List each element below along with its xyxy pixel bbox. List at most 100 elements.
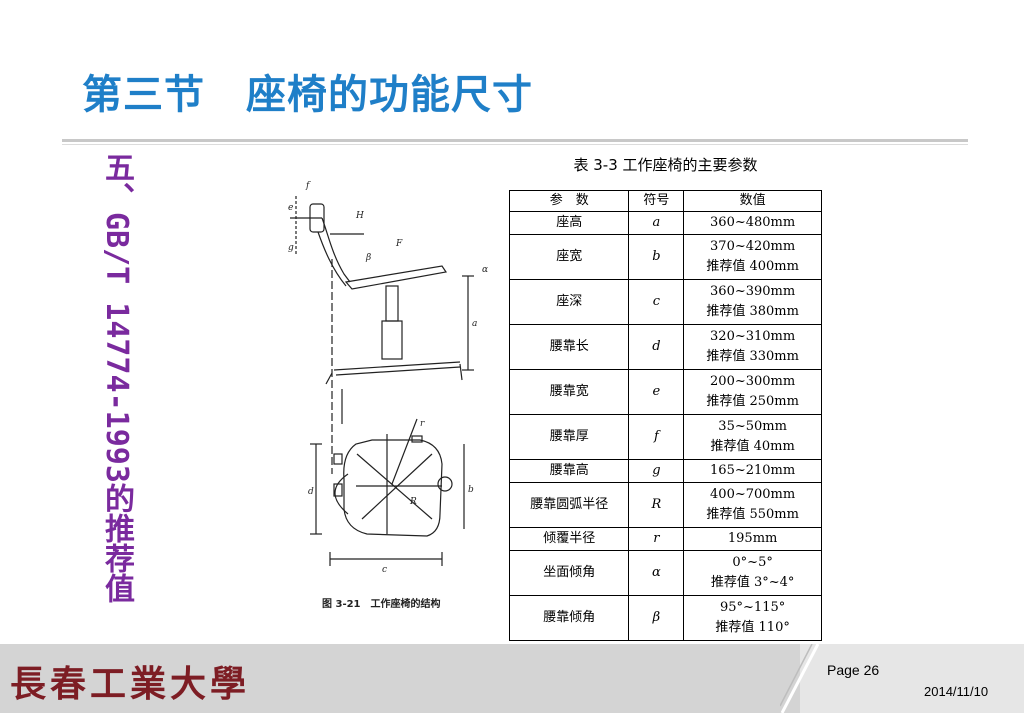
base-leg bbox=[333, 361, 461, 371]
label-d: d bbox=[308, 487, 314, 497]
chair-structure-figure: f H e g F β α a d b c r R 图 3-21 工作座椅的结构 bbox=[288, 181, 488, 610]
seat-plan-view bbox=[343, 439, 443, 537]
param-value: 200~300mm 推荐值 250mm bbox=[683, 369, 822, 415]
page-number: Page 26 bbox=[827, 662, 880, 678]
param-value: 360~390mm 推荐值 380mm bbox=[683, 279, 822, 325]
footer-slash bbox=[780, 644, 820, 713]
title-divider bbox=[62, 139, 968, 142]
label-f: f bbox=[305, 181, 311, 191]
param-symbol: d bbox=[628, 324, 685, 370]
param-name: 腰靠长 bbox=[508, 324, 630, 370]
param-value: 0°~5° 推荐值 3°~4° bbox=[683, 550, 822, 596]
side-heading: 五、GB/T 14774-1993的推荐值 bbox=[99, 152, 134, 603]
pivot-circle bbox=[437, 476, 453, 492]
label-b: b bbox=[468, 485, 474, 495]
param-range: 370~420mm bbox=[710, 239, 796, 254]
param-symbol: f bbox=[628, 414, 685, 460]
param-name: 座宽 bbox=[508, 234, 630, 280]
param-range: 200~300mm bbox=[710, 374, 796, 389]
header-param: 参 数 bbox=[508, 190, 630, 212]
param-symbol: R bbox=[628, 482, 685, 528]
param-range: 0°~5° bbox=[732, 555, 773, 570]
seat-column-top bbox=[385, 285, 399, 322]
table-caption: 表 3-3 工作座椅的主要参数 bbox=[573, 156, 758, 174]
param-recommended: 推荐值 380mm bbox=[706, 304, 799, 319]
title-divider-thin bbox=[62, 144, 968, 145]
param-range: 320~310mm bbox=[710, 329, 796, 344]
label-beta: β bbox=[365, 253, 371, 263]
param-value: 95°~115° 推荐值 110° bbox=[683, 595, 822, 641]
param-recommended: 推荐值 110° bbox=[715, 620, 790, 635]
param-value: 320~310mm 推荐值 330mm bbox=[683, 324, 822, 370]
table-header-row: 参 数 符号 数值 bbox=[508, 190, 822, 212]
figure-caption: 图 3-21 工作座椅的结构 bbox=[322, 597, 441, 610]
seat-outline bbox=[344, 265, 448, 290]
header-symbol: 符号 bbox=[628, 190, 685, 212]
slide-date: 2014/11/10 bbox=[924, 684, 989, 699]
param-range: 35~50mm bbox=[718, 419, 787, 434]
param-name: 腰靠倾角 bbox=[508, 595, 630, 641]
label-R: R bbox=[409, 497, 417, 507]
label-g: g bbox=[288, 243, 294, 253]
seat-column-base bbox=[381, 320, 403, 360]
label-a: a bbox=[472, 319, 477, 329]
param-name: 腰靠圆弧半径 bbox=[508, 482, 630, 528]
param-value: 35~50mm 推荐值 40mm bbox=[683, 414, 822, 460]
footer-bar-right bbox=[800, 644, 1024, 713]
param-range: 400~700mm bbox=[710, 487, 796, 502]
param-range: 195mm bbox=[727, 531, 778, 546]
param-symbol: α bbox=[628, 550, 685, 596]
param-symbol: β bbox=[628, 595, 685, 641]
param-recommended: 推荐值 3°~4° bbox=[710, 575, 795, 590]
param-value: 400~700mm 推荐值 550mm bbox=[683, 482, 822, 528]
param-symbol: g bbox=[628, 459, 685, 483]
param-range: 360~390mm bbox=[710, 284, 796, 299]
param-value: 360~480mm bbox=[683, 211, 822, 235]
header-value: 数值 bbox=[683, 190, 822, 212]
label-alpha: α bbox=[482, 265, 488, 275]
slide-title: 第三节 座椅的功能尺寸 bbox=[82, 72, 533, 118]
label-F: F bbox=[395, 239, 403, 249]
param-name: 腰靠高 bbox=[508, 459, 630, 483]
param-value: 195mm bbox=[683, 527, 822, 551]
label-e: e bbox=[288, 203, 293, 213]
param-value: 165~210mm bbox=[683, 459, 822, 483]
param-range: 95°~115° bbox=[720, 600, 786, 615]
param-value: 370~420mm 推荐值 400mm bbox=[683, 234, 822, 280]
param-recommended: 推荐值 40mm bbox=[710, 439, 795, 454]
label-c: c bbox=[382, 565, 387, 575]
param-recommended: 推荐值 250mm bbox=[706, 394, 799, 409]
param-symbol: c bbox=[628, 279, 685, 325]
param-name: 座高 bbox=[508, 211, 630, 235]
param-recommended: 推荐值 330mm bbox=[706, 349, 799, 364]
param-recommended: 推荐值 550mm bbox=[706, 507, 799, 522]
label-H: H bbox=[355, 211, 364, 221]
param-range: 165~210mm bbox=[710, 463, 796, 478]
param-symbol: b bbox=[628, 234, 685, 280]
param-name: 倾覆半径 bbox=[508, 527, 630, 551]
param-name: 座深 bbox=[508, 279, 630, 325]
param-symbol: r bbox=[628, 527, 685, 551]
param-name: 坐面倾角 bbox=[508, 550, 630, 596]
param-recommended: 推荐值 400mm bbox=[706, 259, 799, 274]
backrest-arm bbox=[321, 217, 351, 283]
param-name: 腰靠宽 bbox=[508, 369, 630, 415]
university-logo: 長春工業大學 bbox=[10, 663, 251, 705]
label-r: r bbox=[420, 419, 425, 429]
param-symbol: a bbox=[628, 211, 685, 235]
param-symbol: e bbox=[628, 369, 685, 415]
param-name: 腰靠厚 bbox=[508, 414, 630, 460]
param-range: 360~480mm bbox=[710, 215, 796, 230]
